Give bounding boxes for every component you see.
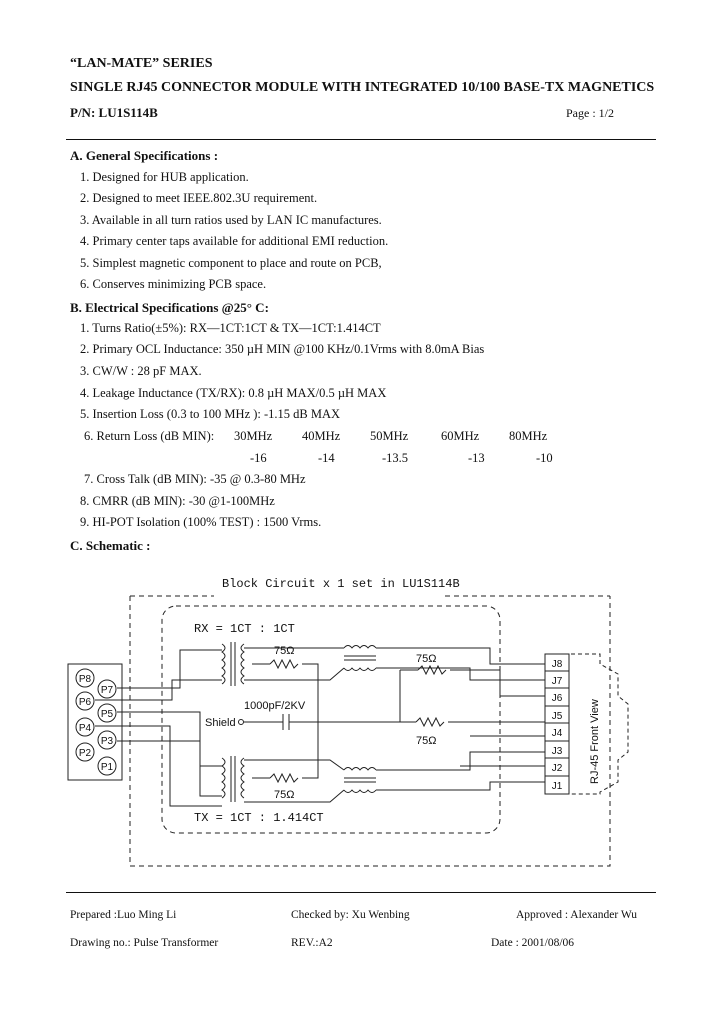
rx-primary-coil	[221, 643, 226, 685]
lower-75-resistor	[415, 716, 445, 728]
upper-75-resistor	[417, 664, 447, 676]
general-item-2: 2. Designed to meet IEEE.802.3U requirem…	[80, 191, 318, 205]
tx-ratio-label: TX = 1CT : 1.414CT	[194, 811, 324, 825]
jack-label: J2	[552, 763, 563, 774]
general-item-4: 4. Primary center taps available for add…	[80, 234, 389, 248]
resistor-label: 75Ω	[274, 645, 294, 657]
shield-terminal	[238, 719, 244, 725]
jack-label: J7	[552, 676, 563, 687]
module-dashed-box	[161, 605, 501, 834]
resistor-label: 75Ω	[416, 653, 436, 665]
jack-label: J6	[552, 693, 563, 704]
pin-label: P7	[101, 685, 114, 696]
return-loss-freq: 60MHz	[441, 429, 480, 443]
rj45-outline	[571, 653, 629, 795]
return-loss-freq: 50MHz	[370, 429, 409, 443]
prepared-by: Prepared :Luo Ming Li	[70, 909, 177, 921]
electrical-item-1: 1. Turns Ratio(±5%): RX—1CT:1CT & TX—1CT…	[80, 321, 381, 335]
tx-ct-resistor	[269, 772, 299, 784]
electrical-item-2: 2. Primary OCL Inductance: 350 µH MIN @1…	[80, 342, 485, 356]
pin-label: P8	[79, 674, 92, 685]
return-loss-value: -13.5	[382, 451, 409, 465]
resistor-label: 75Ω	[274, 789, 294, 801]
page-indicator: Page : 1/2	[566, 106, 614, 120]
section-electrical-heading: B. Electrical Specifications @25° C:	[70, 300, 269, 315]
jack-label: J1	[552, 781, 563, 792]
pin-label: P4	[79, 723, 92, 734]
rj45-front-view-label: RJ-45 Front View	[589, 699, 601, 784]
pin-label: P1	[101, 762, 114, 773]
electrical-item-8: 8. CMRR (dB MIN): -30 @1-100MHz	[80, 494, 275, 508]
return-loss-freq: 30MHz	[234, 429, 273, 443]
pin-label: P2	[79, 748, 92, 759]
electrical-item-4: 4. Leakage Inductance (TX/RX): 0.8 µH MA…	[80, 386, 387, 400]
revision: REV.:A2	[291, 937, 333, 949]
return-loss-freq: 40MHz	[302, 429, 341, 443]
tx-primary-coil	[221, 757, 226, 799]
general-item-5: 5. Simplest magnetic component to place …	[80, 256, 382, 270]
general-item-6: 6. Conserves minimizing PCB space.	[80, 277, 267, 291]
pin-label: P5	[101, 709, 114, 720]
section-schematic-heading: C. Schematic :	[70, 538, 151, 553]
electrical-item-7: 7. Cross Talk (dB MIN): -35 @ 0.3-80 MHz	[84, 472, 306, 486]
jack-block	[544, 653, 570, 795]
return-loss-label: 6. Return Loss (dB MIN):	[84, 429, 215, 443]
resistor-label: 75Ω	[416, 735, 436, 747]
capacitor-label: 1000pF/2KV	[244, 700, 306, 712]
electrical-item-9: 9. HI-POT Isolation (100% TEST) : 1500 V…	[80, 515, 322, 529]
pin-label: P3	[101, 736, 114, 747]
tx-common-mode-choke	[343, 767, 377, 771]
date: Date : 2001/08/06	[491, 937, 575, 949]
return-loss-freq: 80MHz	[509, 429, 548, 443]
approved-by: Approved : Alexander Wu	[516, 909, 638, 921]
part-number: P/N: LU1S114B	[70, 105, 158, 120]
block-circuit-title: Block Circuit x 1 set in LU1S114B	[222, 577, 460, 591]
header-divider	[66, 139, 656, 140]
jack-label: J5	[552, 711, 563, 722]
general-item-3: 3. Available in all turn ratios used by …	[80, 213, 382, 227]
rx-ct-resistor	[269, 658, 299, 670]
return-loss-value: -16	[250, 451, 267, 465]
pin-connector-block	[67, 663, 123, 781]
document-title: SINGLE RJ45 CONNECTOR MODULE WITH INTEGR…	[70, 80, 655, 95]
outer-dashed-frame	[129, 596, 611, 867]
shield-label: Shield	[205, 717, 236, 729]
rx-ratio-label: RX = 1CT : 1CT	[194, 622, 295, 636]
section-general-heading: A. General Specifications :	[70, 148, 219, 163]
return-loss-value: -10	[536, 451, 553, 465]
return-loss-value: -14	[318, 451, 335, 465]
electrical-item-3: 3. CW/W : 28 pF MAX.	[80, 364, 202, 378]
return-loss-value: -13	[468, 451, 485, 465]
series-name: “LAN-MATE” SERIES	[70, 56, 213, 71]
drawing-number: Drawing no.: Pulse Transformer	[70, 937, 219, 949]
rx-common-mode-choke	[343, 645, 377, 649]
electrical-item-5: 5. Insertion Loss (0.3 to 100 MHz ): -1.…	[80, 407, 341, 421]
pin-label: P6	[79, 697, 92, 708]
jack-label: J3	[552, 746, 563, 757]
checked-by: Checked by: Xu Wenbing	[291, 909, 410, 921]
general-item-1: 1. Designed for HUB application.	[80, 170, 249, 184]
jack-label: J8	[552, 659, 563, 670]
footer-divider	[66, 892, 656, 893]
jack-label: J4	[552, 728, 563, 739]
schematic-diagram: P8 P7 P6 P5 P4 P3 P2 P1 J8 J7 J6 J5 J4 J…	[67, 577, 629, 867]
